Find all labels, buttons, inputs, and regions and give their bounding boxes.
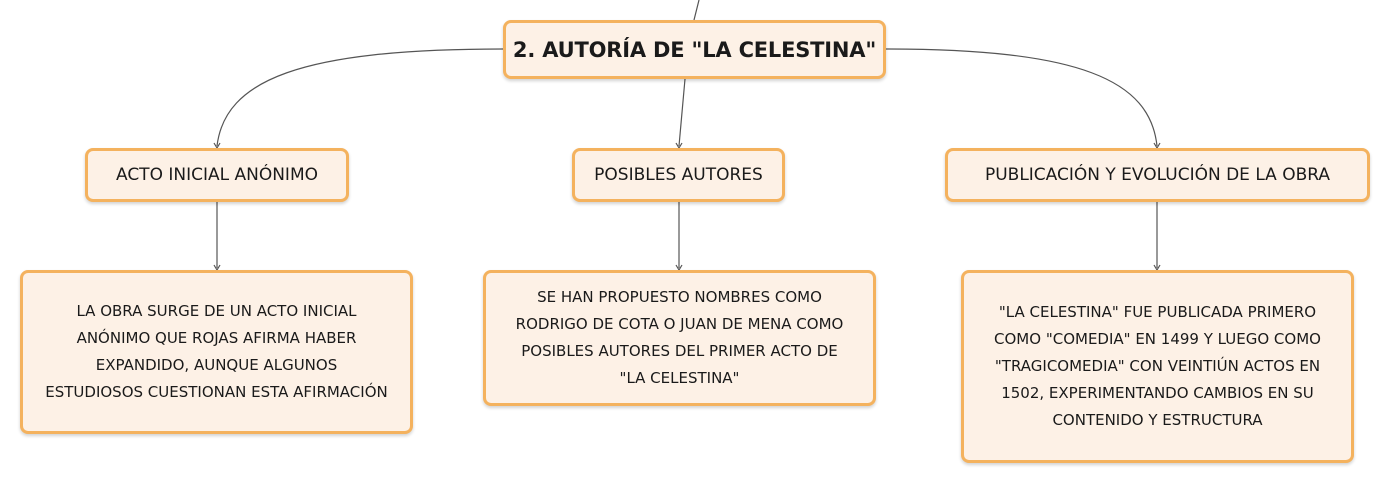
topic-publicacion-evolucion[interactable]: PUBLICACIÓN Y EVOLUCIÓN DE LA OBRA [945,148,1370,202]
connector-parent-to-root [693,0,700,21]
detail-posibles-autores[interactable]: SE HAN PROPUESTO NOMBRES COMO RODRIGO DE… [483,270,876,406]
detail-publicacion-evolucion[interactable]: "LA CELESTINA" FUE PUBLICADA PRIMERO COM… [961,270,1354,463]
connector-root-to-publicacion [885,48,1158,147]
topic-label: ACTO INICIAL ANÓNIMO [115,165,318,185]
topic-posibles-autores[interactable]: POSIBLES AUTORES [572,148,785,202]
detail-acto-inicial-anonimo[interactable]: LA OBRA SURGE DE UN ACTO INICIAL ANÓNIMO… [20,270,413,434]
topic-label: PUBLICACIÓN Y EVOLUCIÓN DE LA OBRA [984,165,1331,185]
root-topic-label: 2. AUTORÍA DE "LA CELESTINA" [512,37,877,62]
connector-root-to-posibles-autores [678,78,686,147]
detail-text: "LA CELESTINA" FUE PUBLICADA PRIMERO COM… [994,303,1321,429]
root-topic[interactable]: 2. AUTORÍA DE "LA CELESTINA" [503,20,886,79]
connector-root-to-acto-inicial [216,48,504,147]
detail-text: SE HAN PROPUESTO NOMBRES COMO RODRIGO DE… [515,288,844,387]
topic-acto-inicial-anonimo[interactable]: ACTO INICIAL ANÓNIMO [85,148,349,202]
detail-text: LA OBRA SURGE DE UN ACTO INICIAL ANÓNIMO… [45,302,388,401]
topic-label: POSIBLES AUTORES [594,165,763,185]
